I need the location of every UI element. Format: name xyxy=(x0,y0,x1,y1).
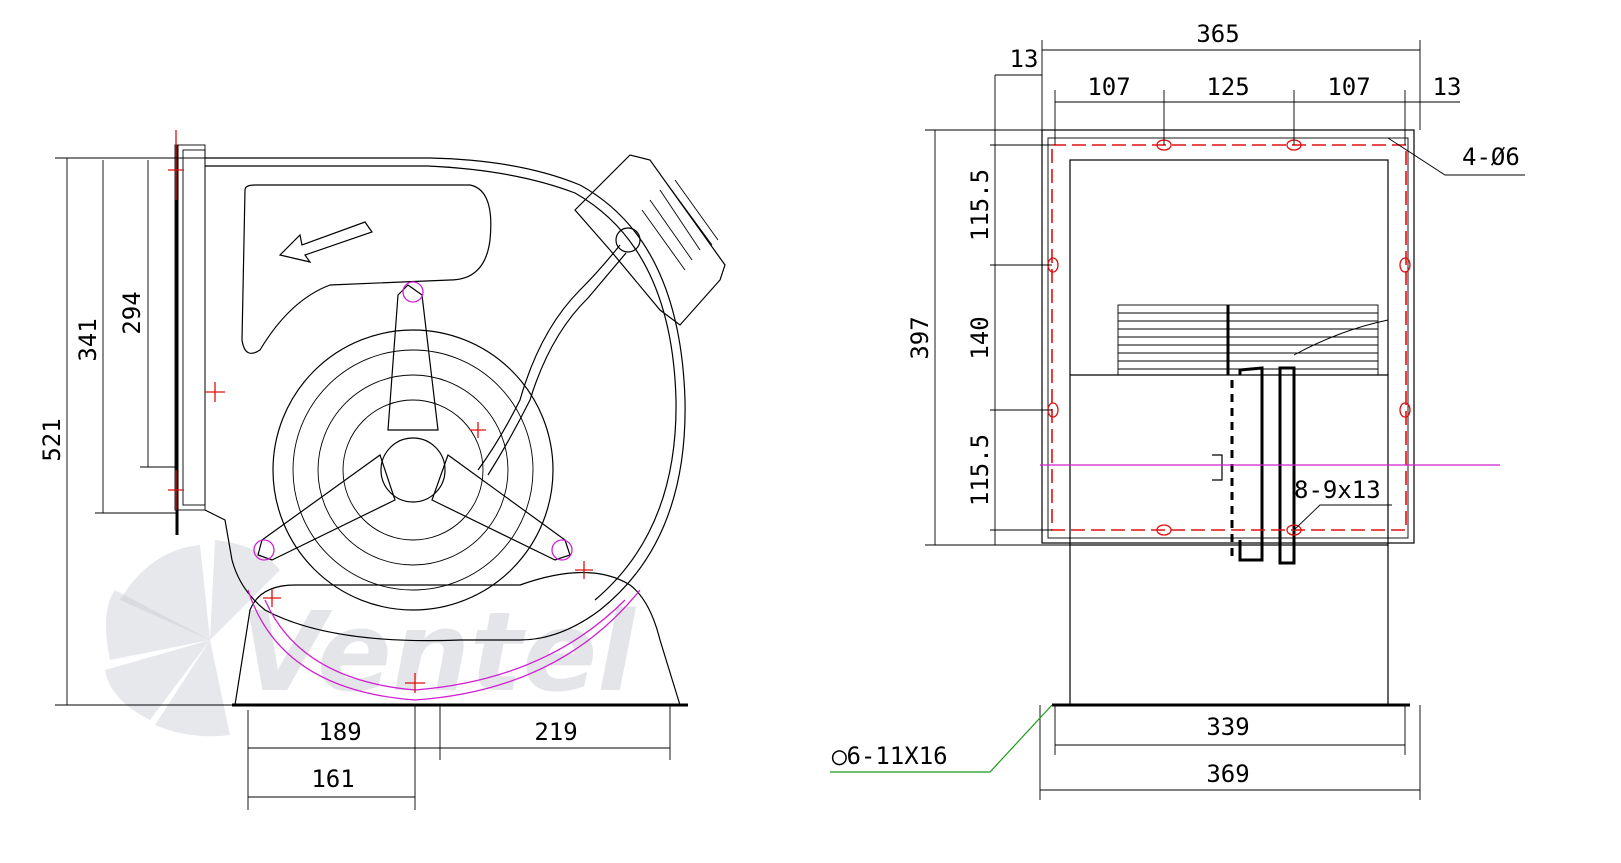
terminal-box xyxy=(574,154,726,326)
spider-arm-top xyxy=(387,284,439,431)
base-plate xyxy=(234,572,681,706)
spider-arm-left xyxy=(257,454,396,561)
dim-v-gap-bottom: 115.5 xyxy=(966,434,994,506)
front-dimensions xyxy=(925,40,1460,800)
dim-overall-width: 365 xyxy=(1196,20,1239,48)
motor-hub xyxy=(380,437,446,503)
front-housing xyxy=(1069,159,1389,546)
dim-v-gap-top: 115.5 xyxy=(966,169,994,241)
housing-scroll xyxy=(204,157,686,642)
callout-corner-holes: 4-Ø6 xyxy=(1462,143,1520,171)
side-center-marks xyxy=(168,130,593,693)
dim-right-margin: 13 xyxy=(1433,73,1462,101)
dim-flange-inner: 294 xyxy=(118,291,146,334)
dim-base-bottom: 161 xyxy=(311,765,354,793)
dim-base-inner: 339 xyxy=(1206,713,1249,741)
callout-base-slots: ◯6-11X16 xyxy=(831,742,948,770)
front-view: 365 13 13 107 125 107 397 115.5 140 115.… xyxy=(830,20,1525,800)
dim-left-margin: 13 xyxy=(1010,45,1039,73)
dim-height-total: 521 xyxy=(38,418,66,461)
dim-hole-gap-mid: 125 xyxy=(1206,73,1249,101)
callout-slots: 8-9x13 xyxy=(1294,476,1381,504)
impeller-outer xyxy=(272,329,554,611)
dim-base-left: 189 xyxy=(318,718,361,746)
dim-base-right: 219 xyxy=(534,718,577,746)
dim-flange-outer: 341 xyxy=(74,318,102,361)
dim-height: 397 xyxy=(906,316,934,359)
leader-corner-holes xyxy=(1387,137,1525,176)
spider-arm-right xyxy=(431,454,571,561)
front-flange xyxy=(1041,129,1415,544)
outlet-region xyxy=(241,184,492,354)
base-centerline-arc xyxy=(247,589,641,701)
impeller-blades xyxy=(1117,304,1379,376)
cable xyxy=(477,244,621,471)
dim-hole-gap-right: 107 xyxy=(1327,73,1370,101)
side-dimensions xyxy=(55,157,671,810)
mounting-holes xyxy=(1047,139,1411,536)
front-terminal-box xyxy=(1238,366,1264,562)
front-stand xyxy=(1069,545,1389,705)
hole-pattern-centerline xyxy=(1051,144,1407,531)
terminal-fins xyxy=(641,179,719,271)
watermark-fan-icon xyxy=(105,540,280,737)
dim-base-outer: 369 xyxy=(1206,760,1249,788)
mounting-flange xyxy=(174,144,206,511)
dim-hole-gap-left: 107 xyxy=(1087,73,1130,101)
leader-slots xyxy=(1293,504,1392,531)
side-view: 521 341 294 189 219 161 xyxy=(38,130,726,810)
airflow-arrow-icon xyxy=(278,221,373,263)
dim-v-gap-mid: 140 xyxy=(966,316,994,359)
leader-base-slots xyxy=(830,704,1053,773)
